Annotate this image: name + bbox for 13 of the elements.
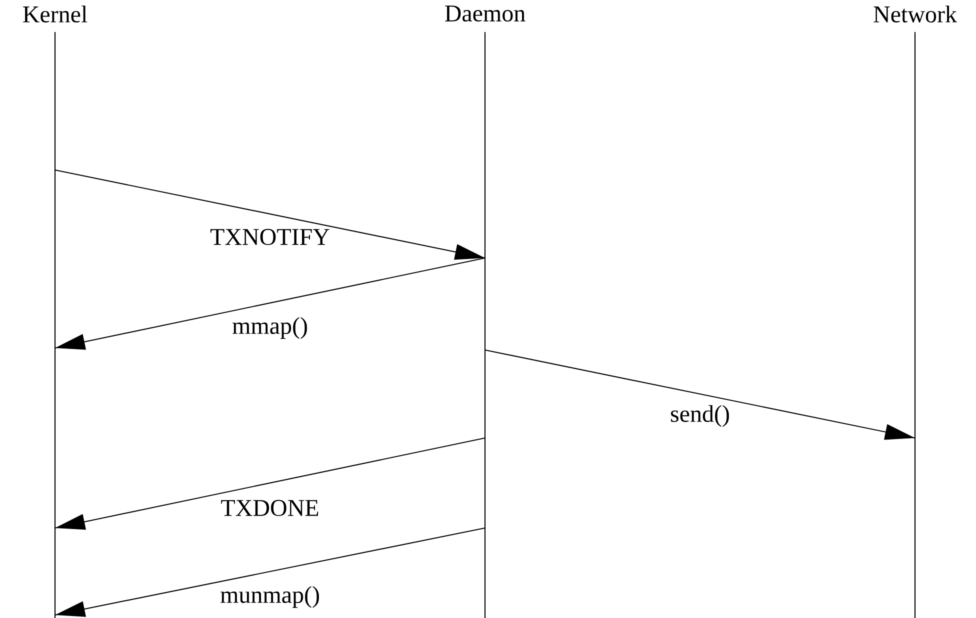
edge-label: TXDONE: [219, 498, 321, 518]
message-arrow: [484, 349, 916, 440]
message-arrow: [54, 437, 486, 530]
edge-label: mmap(): [230, 316, 310, 340]
message-arrow: [54, 257, 486, 350]
edge-label: send(): [668, 404, 732, 428]
edge-label: TXNOTIFY: [208, 228, 332, 246]
lifeline-label: Daemon: [445, 6, 526, 22]
lifeline-label: Kernel: [23, 6, 88, 22]
message-arrow: [54, 169, 486, 260]
message-arrow: [54, 527, 486, 617]
lifeline-label: Network: [874, 6, 957, 22]
edge-label: munmap(): [218, 584, 322, 610]
